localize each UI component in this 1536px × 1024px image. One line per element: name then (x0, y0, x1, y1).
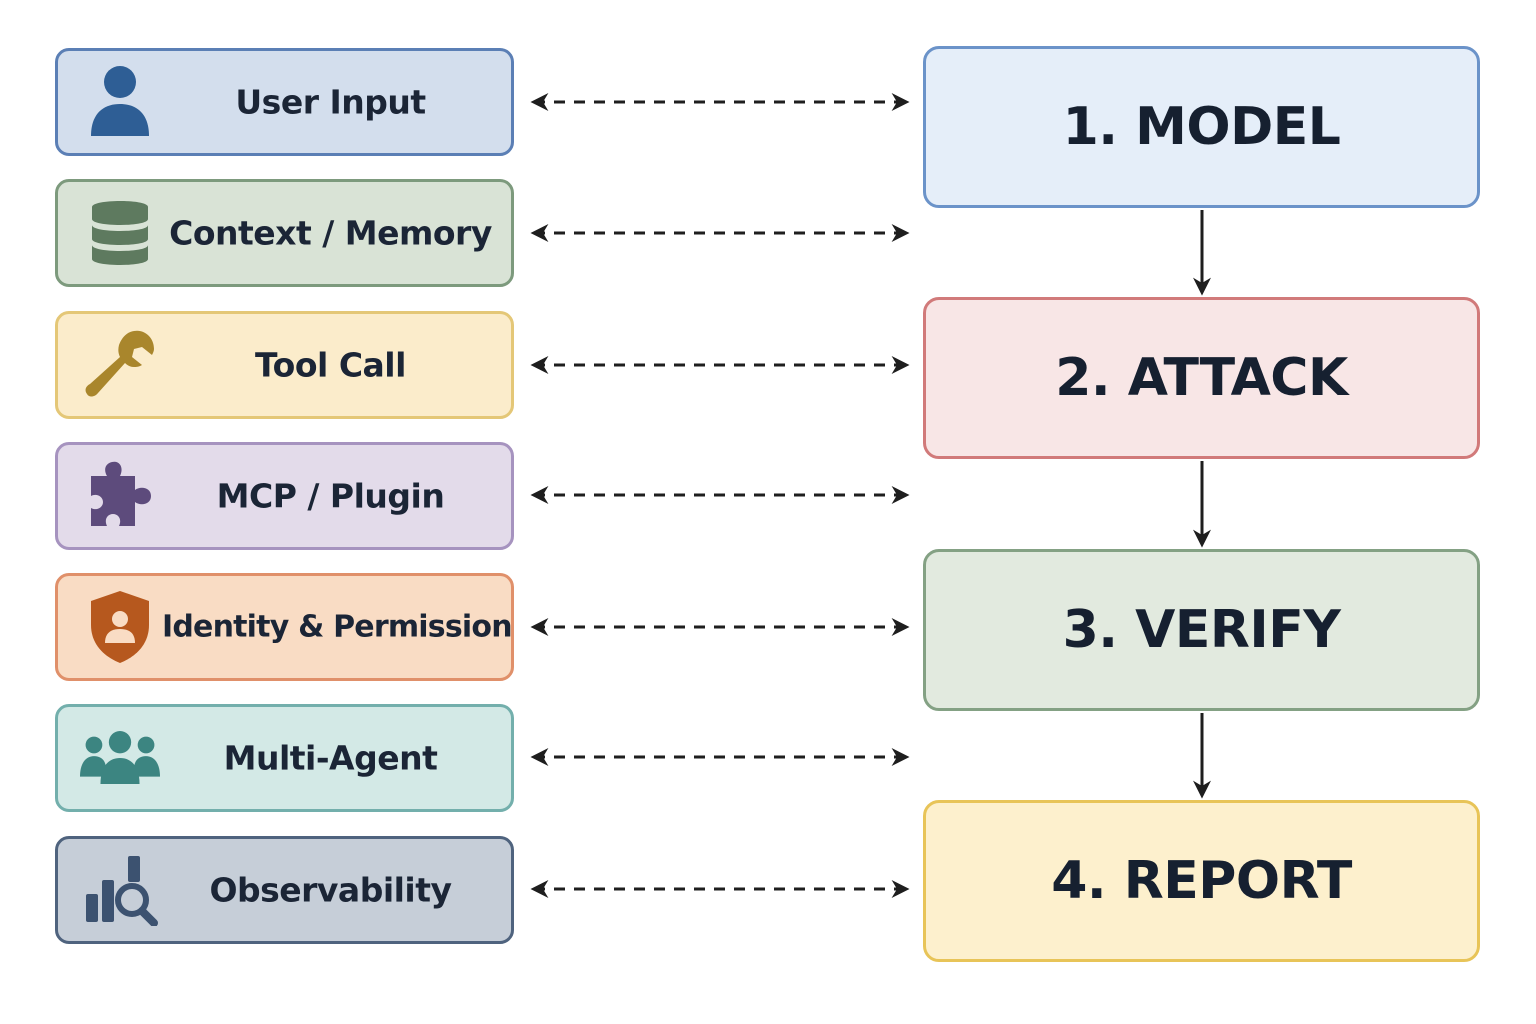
stage-report: 4. REPORT (923, 800, 1480, 962)
stage-attack: 2. ATTACK (923, 297, 1480, 459)
stage-label: 4. REPORT (1051, 851, 1352, 911)
stage-model: 1. MODEL (923, 46, 1480, 208)
layer-user-input: User Input (55, 48, 514, 156)
stage-label: 3. VERIFY (1062, 600, 1341, 660)
wrench-icon (80, 325, 160, 405)
database-icon (80, 193, 160, 273)
stage-label: 2. ATTACK (1055, 348, 1348, 408)
layer-label: Multi-Agent (223, 738, 438, 778)
shield-user-icon (80, 587, 160, 667)
layer-tool-call: Tool Call (55, 311, 514, 419)
layer-multi-agent: Multi-Agent (55, 704, 514, 812)
stage-verify: 3. VERIFY (923, 549, 1480, 711)
layer-label: User Input (235, 82, 426, 122)
layer-identity-permission: Identity & Permission (55, 573, 514, 681)
layer-mcp-plugin: MCP / Plugin (55, 442, 514, 550)
layer-label: Identity & Permission (162, 609, 513, 645)
puzzle-icon (80, 456, 160, 536)
layer-label: Tool Call (255, 345, 406, 385)
layer-context-memory: Context / Memory (55, 179, 514, 287)
layer-label: Context / Memory (169, 213, 492, 253)
layer-observability: Observability (55, 836, 514, 944)
user-icon (80, 62, 160, 142)
layer-label: MCP / Plugin (216, 476, 445, 516)
chart-search-icon (80, 850, 160, 930)
layer-label: Observability (209, 870, 452, 910)
group-icon (80, 718, 160, 798)
stage-label: 1. MODEL (1062, 97, 1341, 157)
